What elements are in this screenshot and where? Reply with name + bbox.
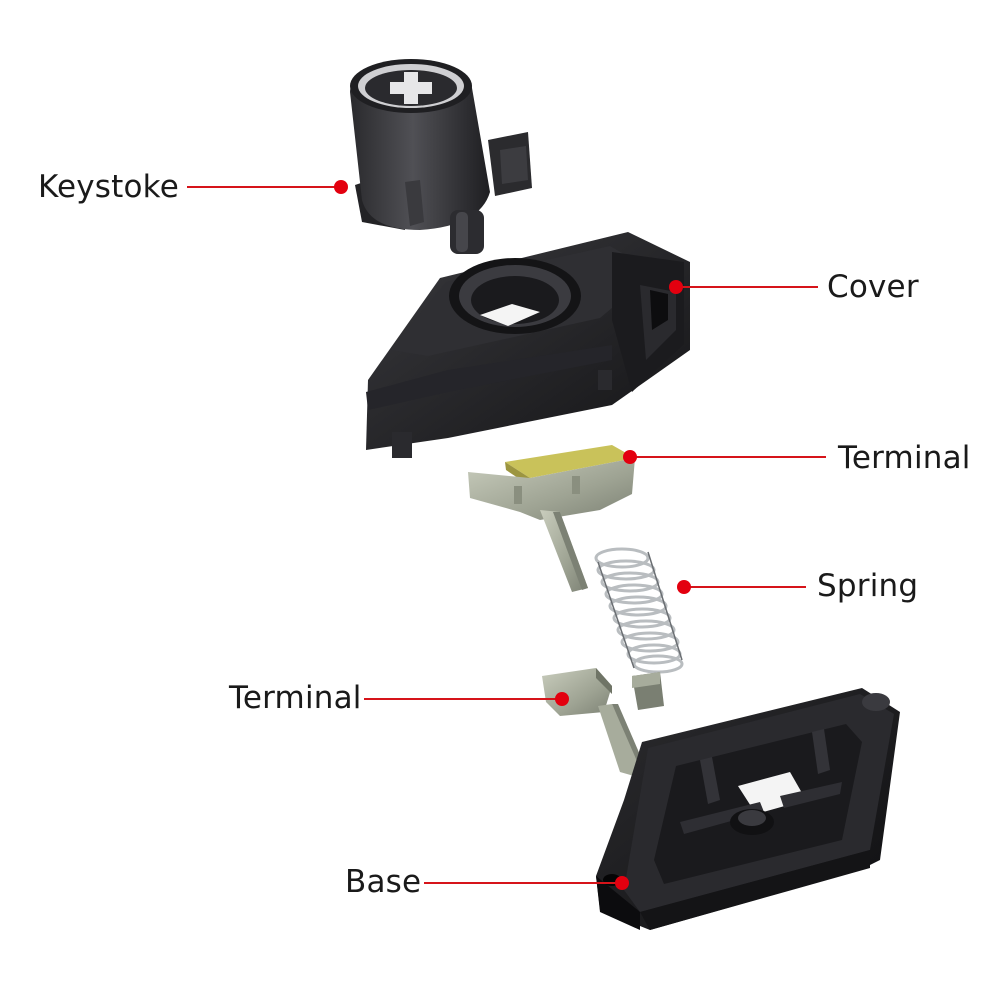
dot-keystroke: [334, 180, 348, 194]
leader-lines: [187, 186, 826, 884]
leader-dots: [334, 180, 691, 890]
label-base: Base: [345, 864, 422, 900]
label-terminal-lower: Terminal: [229, 680, 362, 716]
label-keystroke: Keystoke: [38, 169, 179, 205]
label-terminal-upper: Terminal: [838, 440, 971, 476]
cover-part: [366, 232, 690, 458]
base-part: [596, 688, 900, 930]
dot-cover: [669, 280, 683, 294]
label-spring: Spring: [817, 568, 919, 604]
dot-terminal-upper: [623, 450, 637, 464]
spring-highlight: [597, 551, 683, 669]
keystroke-part: [350, 59, 532, 254]
spring-part: [594, 547, 684, 674]
dot-terminal-lower: [555, 692, 569, 706]
terminal-upper-part: [468, 445, 635, 592]
dot-spring: [677, 580, 691, 594]
dot-base: [615, 876, 629, 890]
label-cover: Cover: [827, 269, 919, 305]
